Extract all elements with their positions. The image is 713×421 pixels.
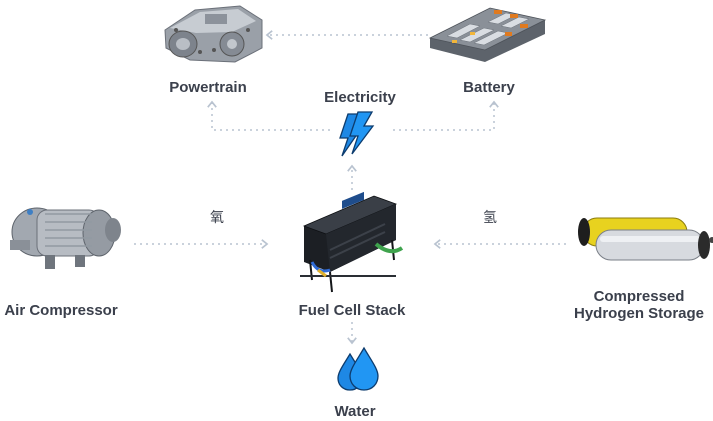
oxygen-edge-label: 氧 — [210, 210, 224, 226]
water-label: Water — [334, 403, 376, 420]
hydrogen-storage-label-line1: Compressed — [593, 288, 685, 305]
air-compressor-label: Air Compressor — [4, 302, 118, 319]
fuel-cell-stack-label: Fuel Cell Stack — [298, 302, 406, 319]
hydrogen-edge-label: 氢 — [483, 210, 497, 226]
electricity-label: Electricity — [324, 89, 396, 106]
powertrain-label: Powertrain — [169, 79, 247, 96]
hydrogen-storage-label-line2: Hydrogen Storage — [573, 305, 705, 322]
battery-label: Battery — [463, 79, 515, 96]
